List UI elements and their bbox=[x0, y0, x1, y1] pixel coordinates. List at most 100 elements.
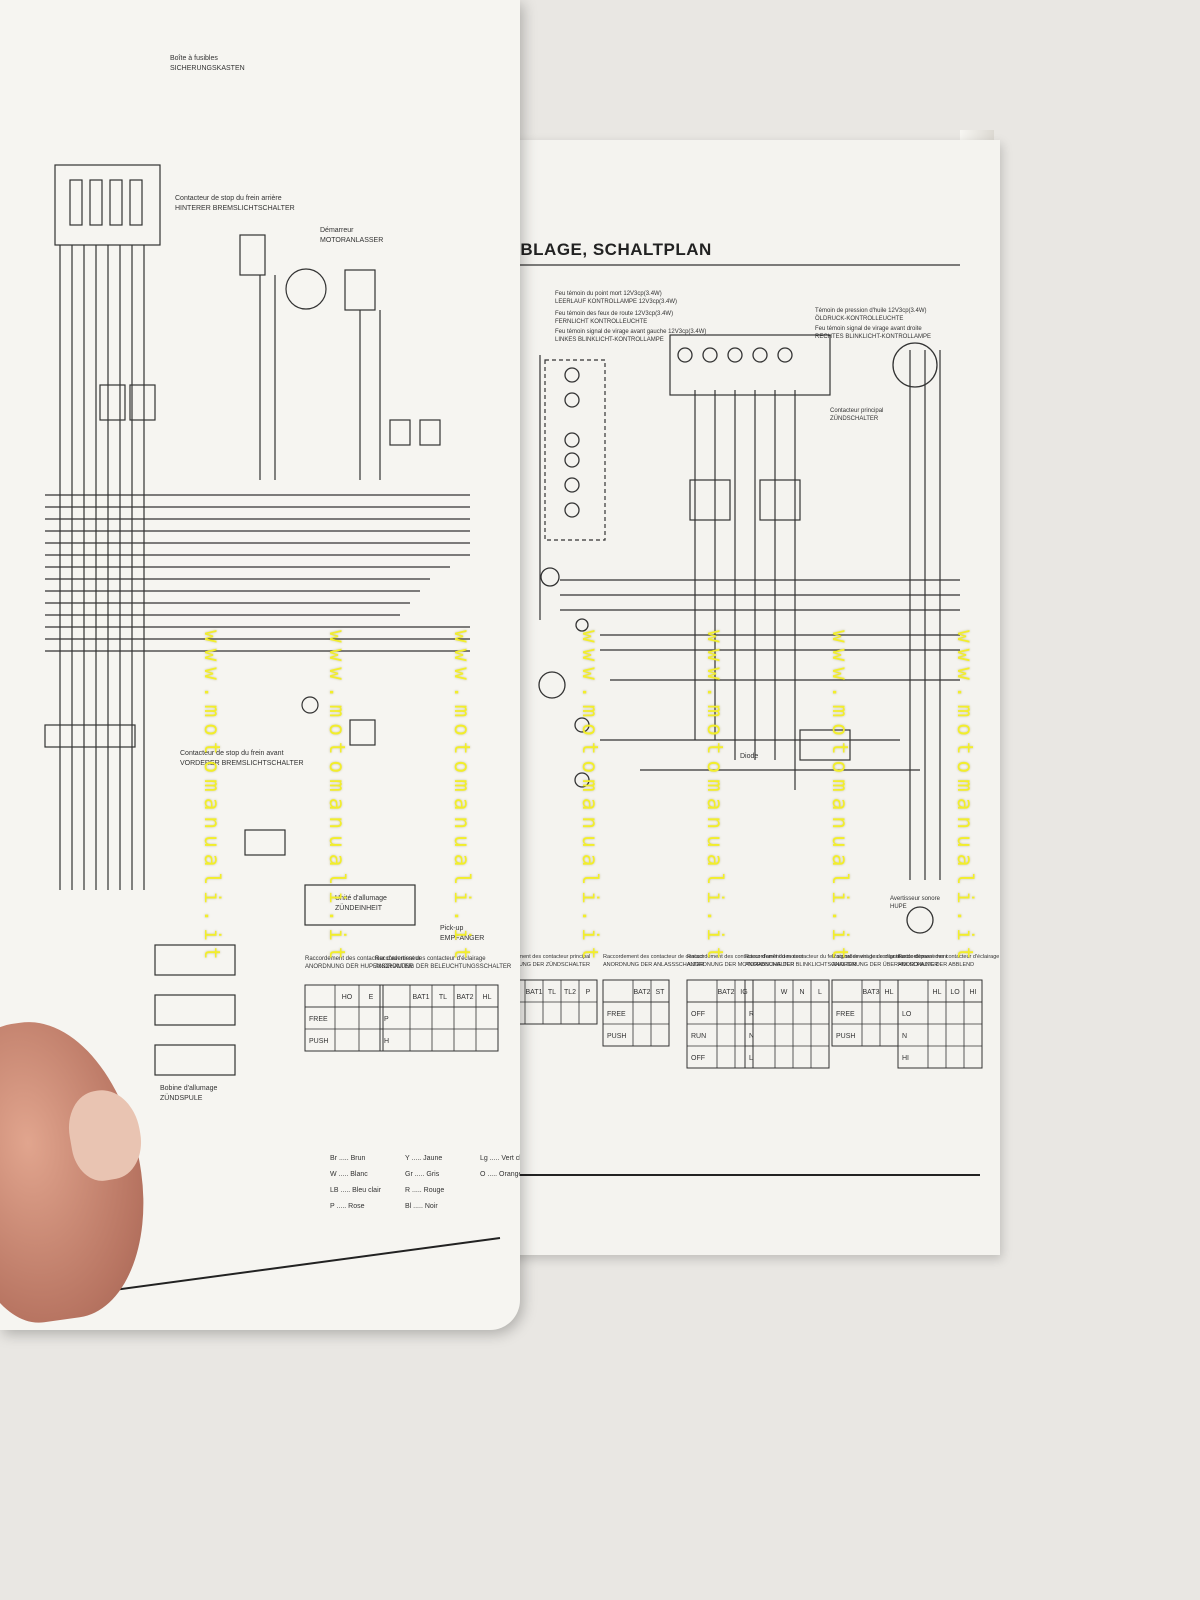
horn-label: Avertisseur sonore bbox=[890, 896, 941, 902]
right-table-title-de-1: ANORDNUNG DER ANLASSSCHALTER bbox=[603, 962, 704, 968]
oil-pressure-label-de: ÖLDRUCK-KONTROLLEUCHTE bbox=[815, 315, 903, 322]
main-switch-label: Contacteur principal bbox=[830, 408, 883, 414]
right-table-4-col-1: HL bbox=[885, 989, 894, 996]
right-table-5-row-1: N bbox=[902, 1033, 907, 1040]
right-table-1-row-0: FREE bbox=[607, 1011, 626, 1018]
right-table-5-col-2: HI bbox=[970, 989, 977, 996]
horn-label-de: HUPE bbox=[890, 904, 907, 910]
right-table-3-col-2: L bbox=[818, 989, 822, 996]
legend-entry: LB ..... Bleu clair bbox=[330, 1187, 382, 1194]
right-table-title-5: Raccordement des contacteur d'éclairage bbox=[898, 954, 999, 960]
right-table-5-col-1: LO bbox=[950, 989, 960, 996]
right-table-5-row-0: LO bbox=[902, 1011, 912, 1018]
page-title: DE CABLAGE, SCHALTPLAN bbox=[465, 240, 712, 259]
right-switch-tables: Raccordement des contacteur principalANO… bbox=[494, 954, 999, 1069]
ignition-unit-label: Unité d'allumage bbox=[335, 895, 387, 902]
neutral-indicator-label: Feu témoin du point mort 12V3cp(3.4W) bbox=[555, 291, 662, 297]
lighting-switch-table-col-2: BAT2 bbox=[457, 994, 474, 1001]
color-legend: Br ..... Brun W ..... Blanc LB ..... Bleu … bbox=[330, 1155, 529, 1210]
legend-entry: Lg ..... Vert clair bbox=[480, 1155, 520, 1162]
watermark-5: www.motomanuali.it bbox=[703, 630, 727, 966]
watermark-3: www.motomanuali.it bbox=[450, 630, 474, 966]
high-beam-indicator-label: Feu témoin des feux de route 12V3cp(3.4W… bbox=[555, 311, 673, 317]
rear-stop-switch-label: Contacteur de stop du frein arrière bbox=[175, 195, 282, 202]
right-wiring-diagram: Feu témoin du point mort 12V3cp(3.4W) LE… bbox=[460, 264, 999, 1176]
right-table-title-3: Raccordement des contacteur du feu signa… bbox=[745, 954, 908, 960]
diode-label: Diode bbox=[740, 753, 758, 760]
oil-pressure-label: Témoin de pression d'huile 12V3cp(3.4W) bbox=[815, 308, 927, 314]
watermark-6: www.motomanuali.it bbox=[828, 630, 852, 966]
left-manual-page: Boîte à fusibles SICHERUNGSKASTEN Contac… bbox=[0, 0, 529, 1330]
ignition-coil-label: Bobine d'allumage bbox=[160, 1085, 217, 1092]
horn-switch-table-row-1: PUSH bbox=[309, 1038, 328, 1045]
right-table-1-row-1: PUSH bbox=[607, 1033, 626, 1040]
legend-entry: Bl ..... Noir bbox=[405, 1203, 438, 1210]
left-wiring-diagram: Boîte à fusibles SICHERUNGSKASTEN Contac… bbox=[39, 55, 529, 1301]
right-table-title-de-2: ANORDNUNG DER MOTORABSCHALTER bbox=[687, 962, 794, 968]
right-table-4-row-0: FREE bbox=[836, 1011, 855, 1018]
high-beam-indicator-label-de: FERNLICHT KONTROLLEUCHTE bbox=[555, 319, 647, 325]
main-switch-label-de: ZÜNDSCHALTER bbox=[830, 415, 879, 422]
rear-stop-switch-label-de: HINTERER BREMSLICHTSCHALTER bbox=[175, 205, 295, 212]
horn-switch-table-col-1: E bbox=[369, 994, 374, 1001]
right-table-title-4: Raccordement des contacteur de dépasseme… bbox=[832, 954, 948, 960]
legend-entry: R ..... Rouge bbox=[405, 1187, 444, 1194]
horn-switch-table-row-0: FREE bbox=[309, 1016, 328, 1023]
right-table-2-col-0: BAT2 bbox=[718, 989, 735, 996]
watermark-7: www.motomanuali.it bbox=[953, 630, 977, 966]
legend-entry: Br ..... Brun bbox=[330, 1155, 366, 1162]
horn-switch-header-de: ANORDNUNG DER HUPENSCHALTER bbox=[305, 964, 414, 970]
starter-motor-label: Démarreur bbox=[320, 227, 354, 234]
right-table-3-col-0: W bbox=[781, 989, 788, 996]
right-table-3: W N L R N L bbox=[744, 979, 830, 1069]
right-table-2: BAT2 IG OFF RUN OFF bbox=[686, 979, 754, 1069]
right-table-2-row-2: OFF bbox=[691, 1055, 705, 1062]
lighting-switch-header: Raccordement des contacteur d'éclairage bbox=[375, 956, 486, 962]
legend-entry: P ..... Rose bbox=[330, 1203, 365, 1210]
right-turn-indicator-label-de: RECHTES BLINKLICHT-KONTROLLAMPE bbox=[815, 334, 931, 340]
watermark-4: www.motomanuali.it bbox=[578, 630, 602, 966]
legend-entry: W ..... Blanc bbox=[330, 1171, 368, 1178]
right-table-3-row-1: N bbox=[749, 1033, 754, 1040]
right-table-2-col-1: IG bbox=[740, 989, 747, 996]
right-table-title-de-3: ANORDNUNG DER BLINKLICHTSCHALTER bbox=[745, 962, 856, 968]
right-table-title-de-4: ANORDNUNG DER ÜBERHOLSCHALTER bbox=[832, 961, 938, 968]
right-table-3-row-0: R bbox=[749, 1011, 754, 1018]
right-table-5-col-0: HL bbox=[933, 989, 942, 996]
right-table-0-col-2: TL2 bbox=[564, 989, 576, 996]
right-table-title-1: Raccordement des contacteur de contact bbox=[603, 954, 704, 960]
right-table-title-de-5: ANORDNUNG DER ABBLEND bbox=[898, 962, 974, 968]
right-table-0-col-3: P bbox=[586, 989, 591, 996]
right-table-2-row-0: OFF bbox=[691, 1011, 705, 1018]
right-table-title-0: Raccordement des contacteur principal bbox=[495, 954, 590, 960]
pickup-label-de: EMPFÄNGER bbox=[440, 934, 484, 942]
right-table-title-2: Raccordement des contacteur d'arrêt du m… bbox=[687, 954, 804, 960]
watermark-2: www.motomanuali.it bbox=[325, 630, 349, 966]
right-table-1-col-1: ST bbox=[656, 989, 666, 996]
legend-entry: Y ..... Jaune bbox=[405, 1155, 442, 1162]
front-stop-switch-label: Contacteur de stop du frein avant bbox=[180, 750, 284, 757]
left-turn-indicator-label: Feu témoin signal de virage avant gauche… bbox=[555, 329, 706, 335]
neutral-indicator-label-de: LEERLAUF KONTROLLAMPE 12V3cp(3.4W) bbox=[555, 299, 677, 305]
right-table-2-row-1: RUN bbox=[691, 1033, 706, 1040]
right-manual-page: Feu témoin du point mort 12V3cp(3.4W) LE… bbox=[440, 140, 1000, 1255]
lighting-switch-table-col-1: TL bbox=[439, 994, 447, 1001]
right-table-3-col-1: N bbox=[799, 989, 804, 996]
right-table-3-row-2: L bbox=[749, 1055, 753, 1062]
lighting-switch-table-col-3: HL bbox=[483, 994, 492, 1001]
pickup-label: Pick-up bbox=[440, 925, 463, 932]
horn-switch-header: Raccordement des contacteur d'avertisseu… bbox=[305, 956, 421, 962]
horn-switch-table-col-0: HO bbox=[342, 994, 353, 1001]
lighting-switch-table-col-0: BAT1 bbox=[413, 994, 430, 1001]
lighting-switch-table-row-0: P bbox=[384, 1016, 389, 1023]
starter-motor-label-de: MOTORANLASSER bbox=[320, 237, 383, 244]
horn-switch-table: HO E FREE PUSH bbox=[304, 984, 384, 1052]
right-table-title-de-0: ANORDNUNG DER ZÜNDSCHALTER bbox=[495, 961, 590, 968]
right-table-0-col-0: BAT1 bbox=[526, 989, 543, 996]
right-turn-indicator-label: Feu témoin signal de virage avant droite bbox=[815, 326, 922, 332]
